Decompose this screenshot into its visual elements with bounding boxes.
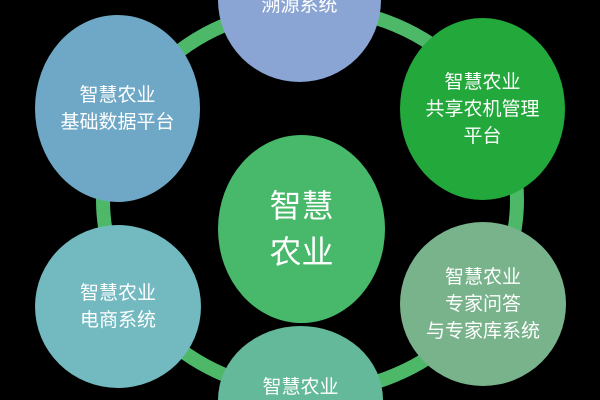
node-label: 专家问答 — [444, 292, 521, 315]
center-label: 智慧 — [269, 187, 334, 225]
center-label: 农业 — [269, 233, 334, 271]
node-label: 平台 — [463, 124, 502, 147]
node-label: 智慧农业 — [262, 376, 339, 398]
node-label: 共享农机管理 — [425, 97, 540, 120]
node-label: 智慧农业 — [79, 83, 156, 106]
node-expert-qa-system: 智慧农业 专家问答 与专家库系统 — [400, 222, 566, 386]
node-shared-machinery-platform: 智慧农业 共享农机管理 平台 — [400, 18, 565, 200]
node-label: 与专家库系统 — [425, 319, 540, 342]
center-node-smart-agriculture: 智慧 农业 — [218, 135, 385, 323]
node-label: 智慧农业 — [79, 281, 156, 304]
node-label: 电商系统 — [79, 308, 156, 331]
node-label: 智慧农业 — [444, 70, 521, 93]
node-label: 溯源系统 — [261, 0, 338, 16]
node-ecommerce-system: 智慧农业 电商系统 — [35, 225, 201, 388]
node-label: 智慧农业 — [444, 265, 521, 288]
node-label: 基础数据平台 — [60, 110, 175, 133]
node-basic-data-platform: 智慧农业 基础数据平台 — [35, 15, 200, 202]
